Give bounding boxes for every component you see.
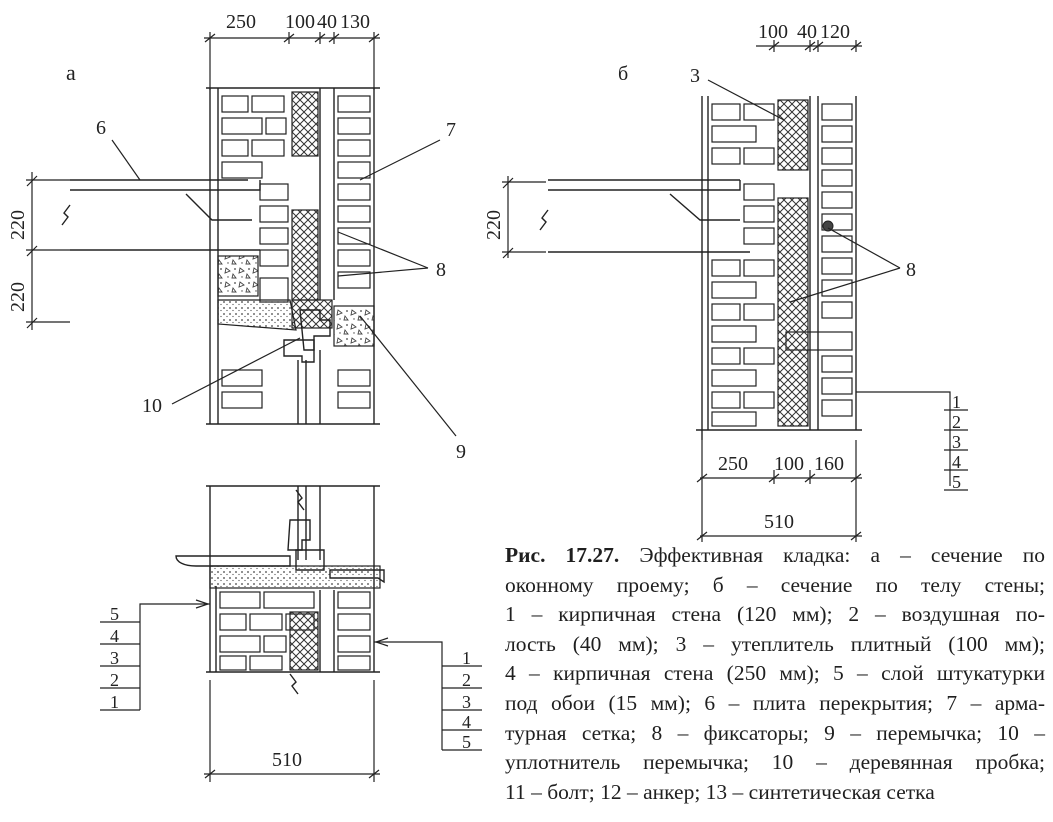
- diagram-a-floor-slab: [61, 179, 261, 251]
- diagram-b-layer-2: 2: [952, 412, 961, 432]
- caption-line-1: Рис. 17.27. Эффективная кладка: а – сече…: [505, 541, 1045, 571]
- diagram-b-dim-510: 510: [764, 511, 794, 533]
- diagram-b-top-dimension: [756, 40, 862, 52]
- diagram-a-callout-7: 7: [446, 119, 456, 141]
- diagram-b-callout-3: 3: [690, 65, 700, 87]
- caption-line-6: под обои (15 мм); 6 – плита перекрытия; …: [505, 690, 1045, 715]
- diagram-a-lintel-block: [217, 255, 259, 297]
- diagram-c-left-layer-1: 1: [110, 692, 119, 712]
- diagram-b-bottom-dimension: [696, 440, 862, 542]
- diagram-a-dim-100: 100: [285, 11, 315, 33]
- diagram-c-left-layer-list: [100, 599, 210, 711]
- diagram-a-callout-6: 6: [96, 117, 106, 139]
- diagram-a-callout-8: 8: [436, 259, 446, 281]
- diagram-c-right-layer-3: 3: [462, 692, 471, 712]
- diagram-a-lintel: [217, 299, 297, 331]
- diagram-b-wall: [696, 96, 862, 440]
- diagram-c-insulation: [289, 611, 319, 671]
- diagram-b-leaders: [707, 79, 951, 486]
- diagram-c-right-layer-1: 1: [462, 648, 471, 668]
- diagram-b-bricks: [711, 103, 853, 427]
- diagram-a-dim-220-lower: 220: [7, 282, 29, 312]
- diagram-a-insulation-lower: [291, 209, 319, 301]
- diagram-b-dim-100: 100: [758, 21, 788, 43]
- diagram-c-dim-510: 510: [272, 749, 302, 771]
- diagram-b-dim-160: 160: [814, 453, 844, 475]
- caption-line-9: 11 – болт; 12 – анкер; 13 – синтетическа…: [505, 779, 935, 804]
- diagram-a: а 250 100 40 130 220 220: [7, 11, 466, 463]
- diagram-b-dim-220: 220: [483, 210, 505, 240]
- diagram-c-right-layer-list: [374, 637, 482, 751]
- diagram-b-layer-1: 1: [952, 392, 961, 412]
- diagram-c-left-layer-2: 2: [110, 670, 119, 690]
- diagram-b-layer-4: 4: [952, 452, 961, 472]
- diagram-b-fixator: [822, 220, 834, 232]
- caption-line-4: лость (40 мм); 3 – утеплитель плитный (1…: [505, 631, 1045, 656]
- diagram-a-callout-10: 10: [142, 395, 162, 417]
- diagram-a-left-dimension: [26, 172, 70, 330]
- diagram-c-windowsill: [175, 555, 291, 567]
- diagram-c-right-layer-2: 2: [462, 670, 471, 690]
- diagram-b-layer-list: [944, 409, 968, 491]
- caption-line-7: турная сетка; 8 – фиксаторы; 9 – перемыч…: [505, 720, 1045, 745]
- diagram-a-insulation-cap: [291, 299, 333, 329]
- diagram-c-left-layer-5: 5: [110, 604, 119, 624]
- diagram-a-callout-9: 9: [456, 441, 466, 463]
- diagram-c-mortar-bed: [209, 565, 381, 589]
- diagram-b-floor-slab: [539, 179, 750, 253]
- diagram-b-dim-120: 120: [820, 21, 850, 43]
- diagram-c-left-layer-4: 4: [110, 626, 119, 646]
- diagram-b-dim-40: 40: [797, 21, 817, 43]
- diagram-c-bottom-dimension: [204, 680, 380, 782]
- caption-line-8: уплотнитель перемычка; 10 – деревянная п…: [505, 750, 1045, 775]
- caption-line-5: 4 – кирпичная стена (250 мм); 5 – слой ш…: [505, 661, 1045, 686]
- diagram-a-label: а: [66, 60, 76, 85]
- figure-caption: Рис. 17.27. Эффективная кладка: а – сече…: [505, 541, 1045, 807]
- diagram-a-insulation-upper: [291, 91, 319, 157]
- caption-line-3: 1 – кирпичная стена (120 мм); 2 – воздуш…: [505, 602, 1045, 627]
- diagram-a-dim-250: 250: [226, 11, 256, 33]
- diagram-a-top-dimension: [204, 32, 380, 90]
- diagram-b-label: б: [618, 63, 628, 85]
- diagram-a-window-frame: [283, 309, 331, 424]
- diagram-a-leaders: [111, 139, 457, 437]
- diagram-b-callout-8: 8: [906, 259, 916, 281]
- diagram-c-left-layer-3: 3: [110, 648, 119, 668]
- diagram-b-layer-3: 3: [952, 432, 961, 452]
- caption-line-2: оконному проему; б – сечение по телу сте…: [505, 572, 1045, 597]
- diagram-b-dim-100-bottom: 100: [774, 453, 804, 475]
- diagram-b: б 100 40 120 220: [483, 21, 968, 542]
- diagram-b-insulation-lower: [777, 197, 809, 427]
- diagram-a-dim-220-upper: 220: [7, 210, 29, 240]
- figure-label: Рис. 17.27.: [505, 543, 620, 567]
- diagram-a-bricks: [221, 95, 371, 409]
- diagram-b-dim-250: 250: [718, 453, 748, 475]
- caption-text-1: Эффективная кладка: а – сечение по: [639, 543, 1045, 567]
- diagram-c-right-layer-4: 4: [462, 712, 471, 732]
- diagram-a-dim-130: 130: [340, 11, 370, 33]
- diagram-c-right-layer-5: 5: [462, 732, 471, 752]
- diagram-c: 5 4 3 2 1 1 2 3 4 5 510: [100, 485, 482, 782]
- diagram-b-insulation-upper: [777, 99, 809, 171]
- diagram-b-left-dimension: [502, 176, 546, 259]
- diagram-b-layer-5: 5: [952, 472, 961, 492]
- diagram-a-dim-40: 40: [317, 11, 337, 33]
